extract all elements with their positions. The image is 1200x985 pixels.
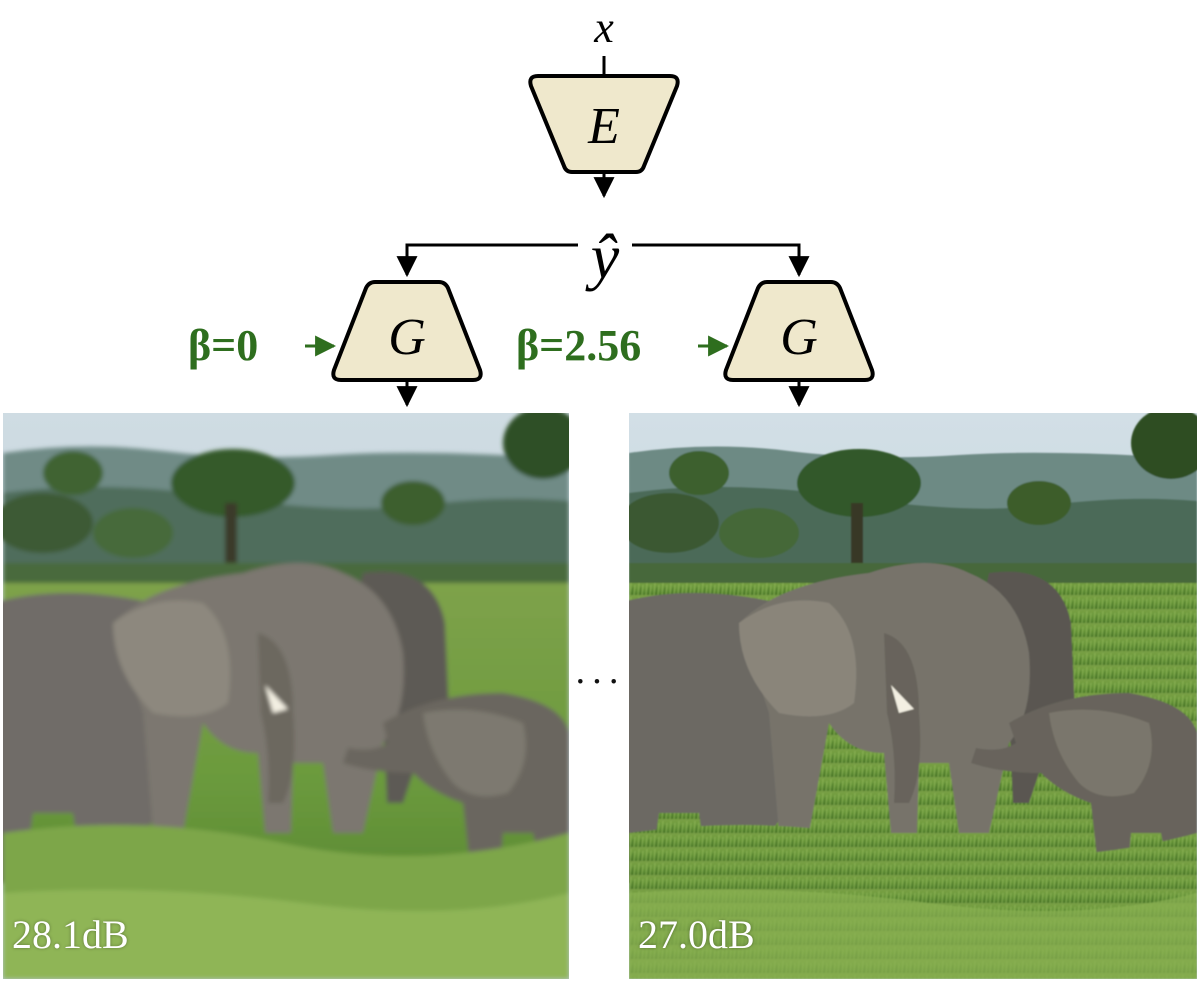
diagram-canvas: x E ŷ G G β=0 β=2.56 [188,3,875,408]
elephant-scene-left [3,413,569,979]
reconstruction-right-image: 27.0dB [629,413,1197,979]
psnr-left: 28.1dB [12,912,129,957]
latent-label: ŷ [585,221,620,292]
latent-to-right-generator-arrow [632,243,810,278]
encoder-block [528,74,680,174]
beta-right-label: β=2.56 [516,321,641,370]
elephant-scene-right [629,413,1197,979]
generator-left-block [331,280,483,382]
input-label: x [593,3,614,52]
generator-left-label: G [388,309,426,366]
generator-right-label: G [780,309,818,366]
psnr-right: 27.0dB [638,912,755,957]
beta-left-label: β=0 [188,321,258,370]
reconstruction-left-image: 28.1dB [3,413,569,979]
encoder-label: E [587,98,620,155]
generator-right-block [723,280,875,382]
ellipsis: ··· [574,661,624,703]
latent-to-left-generator-arrow [396,243,578,278]
